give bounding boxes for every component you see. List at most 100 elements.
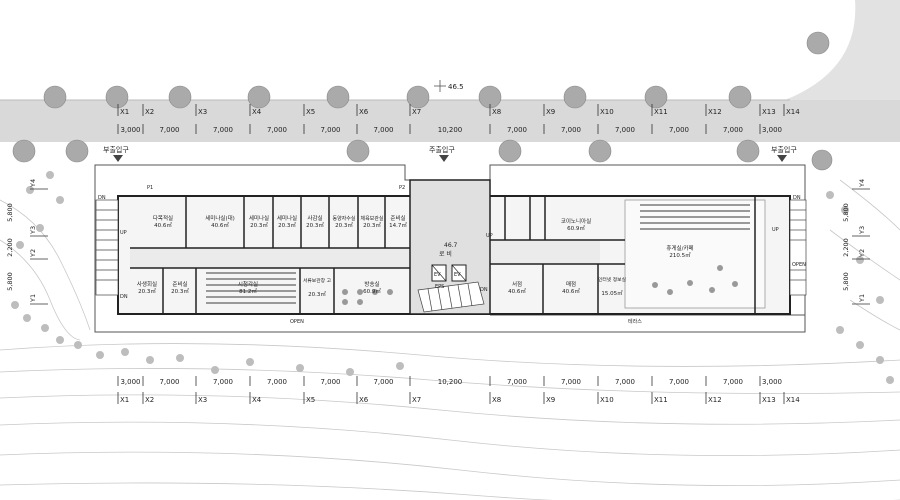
grid-row-label: Y1 (29, 294, 37, 303)
marker-up-w: UP (120, 230, 127, 236)
grid-column-label: X10 (600, 396, 614, 404)
grid-column-label: X5 (306, 108, 315, 116)
grid-spacing-label: 7,000 (267, 378, 287, 386)
grid-spacing-label: 7,000 (615, 126, 635, 134)
room-area: 20.3㎡ (308, 290, 326, 298)
grid-column-label: X4 (252, 396, 262, 404)
grid-column-label: X9 (546, 108, 555, 116)
north-elevation: 46.5 (448, 83, 464, 91)
grid-row-spacing-label: 5,800 (6, 272, 14, 291)
grid-column-label: X2 (145, 396, 154, 404)
grid-row-label: Y1 (858, 294, 866, 303)
grid-spacing-label: 7,000 (561, 126, 581, 134)
shrubs (11, 171, 894, 384)
trees-north (12, 31, 833, 171)
grid-spacing-label: 7,000 (723, 126, 743, 134)
marker-open-south: OPEN (290, 319, 304, 325)
grid-column-label: X12 (708, 396, 722, 404)
room-area: 20.3㎡ (278, 221, 296, 229)
marker-ev-1: EV (434, 272, 441, 278)
marker-eps: EPS (435, 284, 444, 290)
room-area: 60.9㎡ (567, 224, 585, 232)
grid-row-spacing-label: 5,800 (842, 203, 850, 222)
room-name: 세미나실(대) (205, 214, 235, 222)
room-area: 15.05㎡ (601, 289, 623, 297)
grid-row-label: Y3 (29, 226, 37, 235)
room-area: 40.6㎡ (562, 287, 580, 295)
furniture (206, 204, 750, 305)
grid-column-label: X6 (359, 108, 369, 116)
room-area: 20.3㎡ (335, 221, 353, 229)
grid-spacing-label: 7,000 (213, 126, 233, 134)
room-area: 40.6㎡ (508, 287, 526, 295)
grid-column-label: X3 (198, 108, 207, 116)
grid-spacing-label: 7,000 (669, 378, 689, 386)
grid-spacing-label: 7,000 (615, 378, 635, 386)
grid-row-label: Y3 (858, 226, 866, 235)
grid-spacing-label: 3,000 (762, 378, 782, 386)
grid-column-label: X13 (762, 108, 776, 116)
grid-column-label: X4 (252, 108, 262, 116)
room-area: 20.3㎡ (363, 221, 381, 229)
elevators (431, 264, 467, 282)
grid-spacing-label: 3,000 (120, 126, 140, 134)
room-name: 방송실 (364, 280, 379, 288)
stair-east (789, 199, 807, 296)
marker-dn-nw: DN (98, 195, 106, 201)
grid-column-label: X1 (120, 108, 129, 116)
grid-row-label: Y4 (858, 179, 866, 188)
marker-terrace: 테라스 (628, 318, 642, 325)
marker-up-e: UP (772, 227, 779, 233)
grid-row-spacing-label: 5,800 (842, 272, 850, 291)
room-area: 60.9㎡ (363, 287, 381, 295)
marker-p2: P2 (399, 185, 405, 191)
grid-column-label: X10 (600, 108, 614, 116)
marker-dn-sw: DN (120, 294, 128, 300)
grid-spacing-label: 7,000 (159, 378, 179, 386)
grid-spacing-label: 7,000 (320, 126, 340, 134)
room-name: 세미나실 (277, 214, 297, 222)
room-name: 다목적실 (153, 214, 173, 222)
grid-row-spacing-label: 2,200 (6, 238, 14, 257)
room-name: 동양자수실 (332, 215, 355, 222)
grid-column-label: X11 (654, 108, 668, 116)
grid-row-label: Y2 (29, 249, 37, 258)
lobby: 46.7 로 비 (439, 242, 458, 258)
grid-column-label: X3 (198, 396, 207, 404)
room-name: 인터넷 정보실 (598, 276, 626, 283)
room-name: 세미나실 (249, 214, 269, 222)
grid-spacing-label: 7,000 (373, 126, 393, 134)
grid-row-label: Y4 (29, 179, 37, 188)
room-name: 휴게실/카페 (666, 244, 693, 252)
grid-spacing-label: 3,000 (762, 126, 782, 134)
marker-p1: P1 (147, 185, 153, 191)
room-name: 사생회실 (137, 280, 157, 288)
grid-column-label: X6 (359, 396, 369, 404)
grid-column-label: X13 (762, 396, 776, 404)
room-area: 20.3㎡ (306, 221, 324, 229)
grid-spacing-label: 7,000 (561, 378, 581, 386)
grid-spacing-label: 7,000 (507, 378, 527, 386)
room-name: 서류보관창 고 (303, 277, 332, 284)
stair-west (95, 199, 119, 296)
entrance-main: 주출입구 (429, 145, 455, 154)
grid-spacing-label: 3,000 (120, 378, 140, 386)
grid-spacing-label: 10,200 (438, 378, 463, 386)
grid-column-label: X5 (306, 396, 315, 404)
road (0, 0, 900, 142)
grid-column-label: X9 (546, 396, 555, 404)
grid-spacing-label: 7,000 (723, 378, 743, 386)
entrance-markers: 부출입구 주출입구 부출입구 (103, 145, 797, 162)
grid-column-label: X12 (708, 108, 722, 116)
room-partitions (130, 196, 756, 314)
room-name: 코이노니아실 (561, 217, 591, 225)
marker-dn-ne: DN (793, 195, 801, 201)
grid-column-label: X14 (786, 108, 800, 116)
grid-spacing-label: 7,000 (213, 378, 233, 386)
